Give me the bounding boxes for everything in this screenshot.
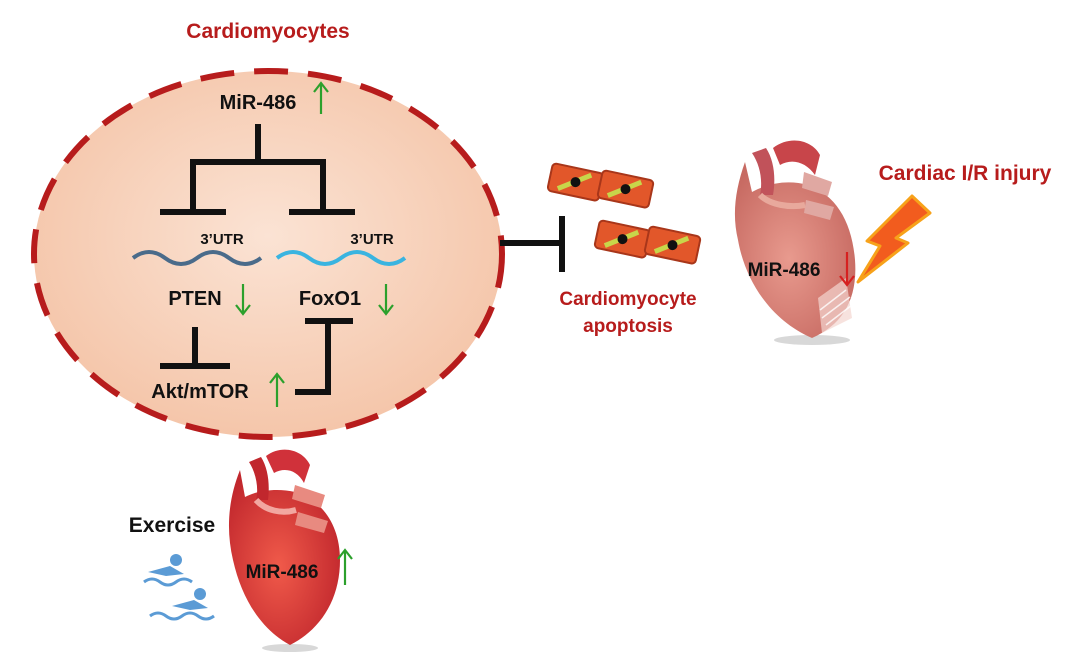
mir486-cell-label: MiR-486 bbox=[220, 92, 297, 114]
up-arrow-icon bbox=[337, 548, 353, 585]
utr-label-right: 3’UTR bbox=[350, 231, 394, 248]
injured-heart-icon bbox=[734, 140, 856, 345]
pten-inhibition bbox=[160, 327, 230, 369]
injury-title: Cardiac I/R injury bbox=[879, 162, 1052, 185]
foxo1-label: FoxO1 bbox=[299, 288, 361, 310]
inhibition-tree bbox=[160, 124, 355, 215]
pten-label: PTEN bbox=[168, 288, 221, 310]
exercise-label: Exercise bbox=[129, 514, 215, 537]
cardiomyocyte-cell bbox=[31, 68, 505, 440]
cell-title: Cardiomyocytes bbox=[186, 20, 349, 43]
up-arrow-icon bbox=[313, 81, 329, 114]
down-arrow-icon bbox=[378, 284, 394, 316]
utr-label-left: 3’UTR bbox=[200, 231, 244, 248]
apoptosis-label-line1: Cardiomyocyte bbox=[559, 289, 696, 310]
apoptotic-cells-icon bbox=[546, 162, 702, 265]
foxo1-inhibition bbox=[295, 318, 353, 395]
akt-mtor-label: Akt/mTOR bbox=[151, 381, 249, 403]
up-arrow-icon bbox=[269, 372, 285, 407]
cell-membrane bbox=[31, 68, 505, 440]
swimmer-icon bbox=[143, 554, 215, 621]
cell-apoptosis-inhibition bbox=[500, 216, 565, 272]
down-arrow-icon bbox=[235, 284, 251, 316]
exercise-heart-icon bbox=[228, 449, 340, 652]
injury-mir486-label: MiR-486 bbox=[748, 260, 821, 281]
mrna-wave-left bbox=[131, 250, 263, 266]
lightning-bolt-icon bbox=[856, 194, 932, 284]
apoptosis-label-line2: apoptosis bbox=[583, 316, 673, 337]
mrna-wave-right bbox=[275, 250, 407, 266]
exercise-mir486-label: MiR-486 bbox=[246, 562, 319, 583]
down-arrow-icon bbox=[839, 252, 855, 287]
